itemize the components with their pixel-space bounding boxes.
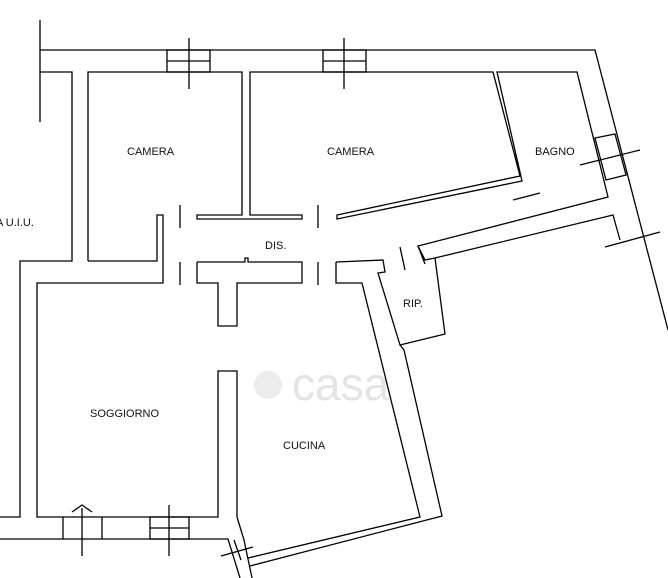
room-labels: CAMERA CAMERA BAGNO A U.I.U. DIS. RIP. S… [0,146,575,452]
walls [0,20,668,578]
label-soggiorno: SOGGIORNO [90,408,160,420]
label-bagno: BAGNO [535,146,575,158]
label-camera-right: CAMERA [327,146,375,158]
svg-text:casa: casa [292,358,390,410]
windows [62,38,661,561]
label-rip: RIP. [403,298,423,310]
label-adjacent-unit: A U.I.U. [0,217,34,229]
label-cucina: CUCINA [283,440,326,452]
label-dis: DIS. [265,240,286,252]
watermark: casa [254,358,390,410]
label-camera-left: CAMERA [127,146,175,158]
